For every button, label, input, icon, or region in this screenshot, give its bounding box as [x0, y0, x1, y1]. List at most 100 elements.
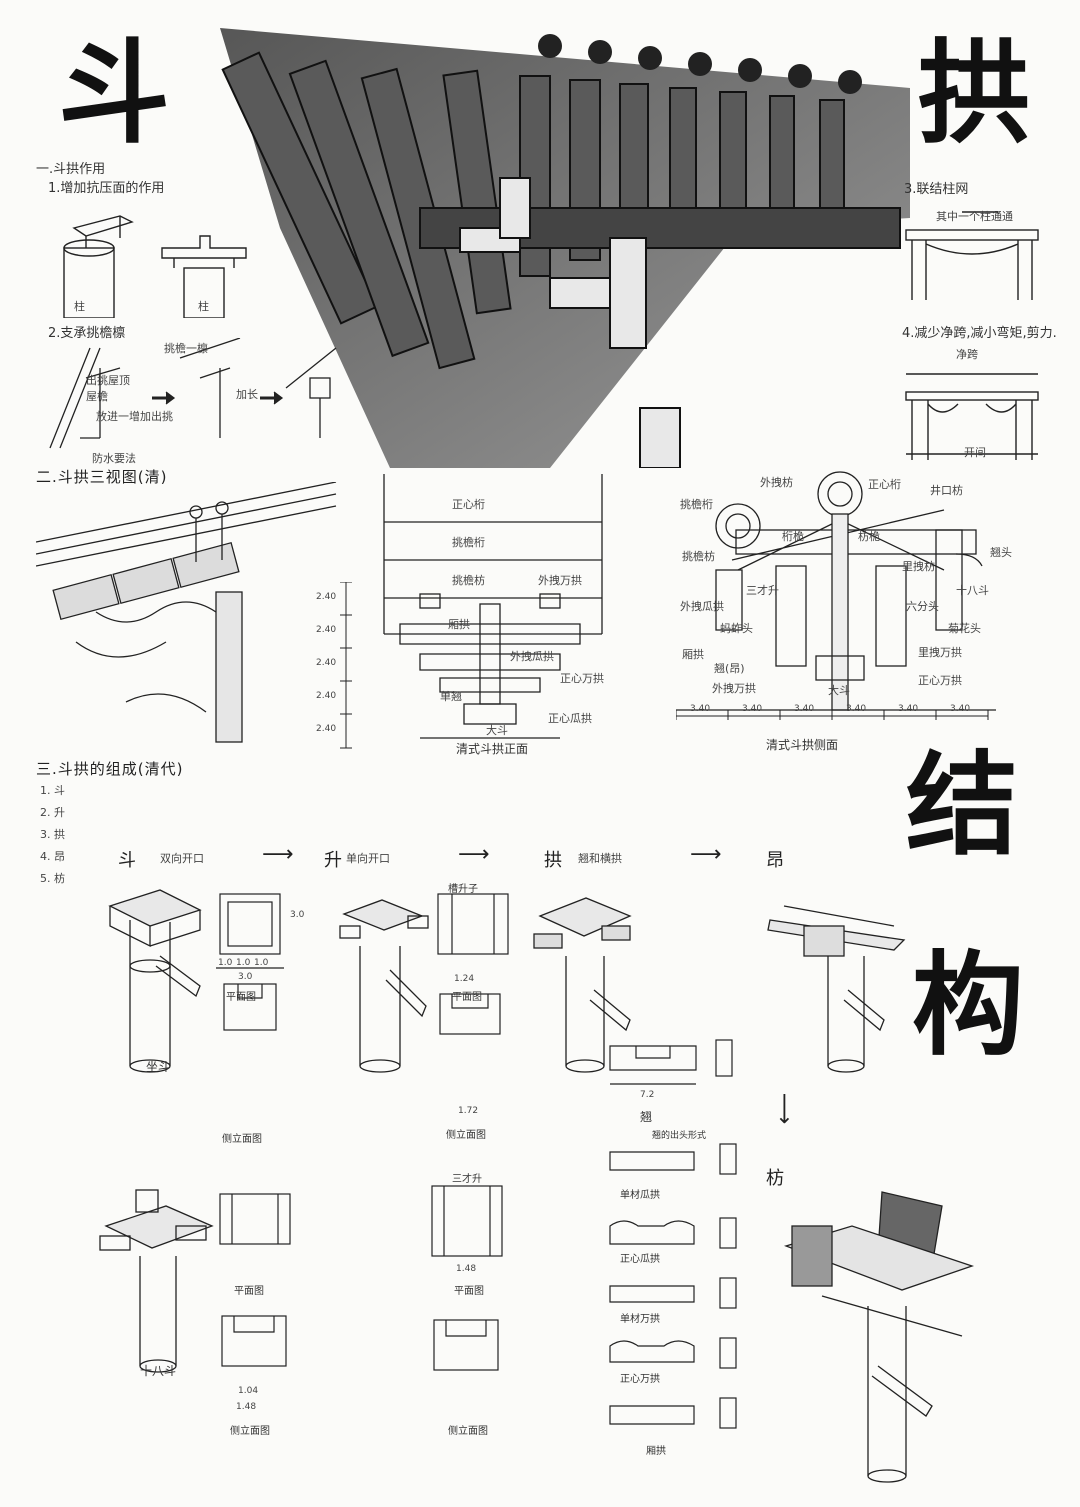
side-dim-1: 3.40 — [690, 704, 711, 714]
side-label-5: 枋桅 — [858, 530, 880, 543]
section3-heading: 三.斗拱的组成(清代) — [36, 760, 184, 778]
front-elevation-drawing — [380, 474, 610, 744]
side-label-1: 外拽枋 — [760, 476, 793, 489]
span-reduction-sketch — [902, 344, 1042, 464]
side-dim-5: 3.40 — [898, 704, 919, 714]
dou-plan-caption: 平面图 — [226, 992, 256, 1003]
column-label-1: 柱 — [74, 300, 85, 313]
flow-arrow-1: ⟶ — [262, 842, 294, 867]
column-label-2: 柱 — [198, 300, 209, 313]
eave-support-sketch — [40, 338, 340, 458]
bracket-perspective-sketch — [36, 482, 356, 752]
gong-variants-drawing — [604, 1136, 754, 1486]
front-dim-1: 2.40 — [316, 592, 337, 602]
side-label-18: 外拽万拱 — [712, 682, 756, 695]
shiba-side-caption: 侧立面图 — [230, 1426, 270, 1437]
front-dim-4: 2.40 — [316, 691, 337, 701]
title-char-dou: 斗 — [58, 28, 170, 159]
component-5: 5. 枋 — [40, 872, 65, 885]
front-label-dadou: 大斗 — [486, 724, 508, 737]
flow-dou-desc: 双向开口 — [160, 852, 204, 865]
front-dim-2: 2.40 — [316, 625, 337, 635]
dou-dim-5: 3.0 — [290, 910, 305, 920]
side-label-17: 正心万拱 — [918, 674, 962, 687]
zhengxin-gua-caption: 正心瓜拱 — [620, 1254, 660, 1265]
front-label-waizhuaiguagong: 外拽瓜拱 — [510, 650, 554, 663]
side-label-3: 挑檐桁 — [680, 498, 713, 511]
front-label-tiaoyanfang: 挑檐枋 — [452, 574, 485, 587]
front-label-zhengxinguagong: 正心瓜拱 — [548, 712, 592, 725]
shiba-dou-isometric — [96, 1186, 216, 1376]
front-label-danqiao: 单翘 — [440, 690, 462, 703]
column-network-label: 其中一个柱通通 — [936, 210, 1013, 223]
flow-dou: 斗 — [118, 850, 136, 871]
dou-dim-4: 3.0 — [238, 972, 253, 982]
danwan-caption: 单材万拱 — [620, 1314, 660, 1325]
front-label-tiaoyanheng: 挑檐桁 — [452, 536, 485, 549]
side-label-6: 井口枋 — [930, 484, 963, 497]
section2-heading: 二.斗拱三视图(清) — [36, 468, 168, 486]
title-char-gong: 拱 — [918, 28, 1030, 159]
sancai-plan-caption: 平面图 — [454, 1286, 484, 1297]
dou-dim-2: 1.0 — [236, 958, 251, 968]
side-label-8: 厢拱 — [682, 648, 704, 661]
flow-arrow-2: ⟶ — [458, 842, 490, 867]
sheng-plan-drawing — [428, 884, 528, 1044]
side-label-13: 大斗 — [828, 684, 850, 697]
front-label-xianggong: 厢拱 — [448, 618, 470, 631]
side-label-16: 里拽万拱 — [918, 646, 962, 659]
section1-item4: 4.减少净跨,减小弯矩,剪力. — [902, 326, 1057, 341]
sancai-plan-drawing — [420, 1170, 520, 1420]
dou-dim-1: 1.0 — [218, 958, 233, 968]
side-dim-6: 3.40 — [950, 704, 971, 714]
bay-label: 开间 — [964, 446, 986, 459]
sheng-dim-1: 1.24 — [454, 974, 475, 984]
side-dim-2: 3.40 — [742, 704, 763, 714]
ang-isometric — [764, 886, 914, 1076]
side-dim-4: 3.40 — [846, 704, 867, 714]
qiao-caption: 翘 — [640, 1110, 653, 1124]
shiba-plan-caption: 平面图 — [234, 1286, 264, 1297]
section1-item2: 2.支承挑檐檩 — [48, 326, 126, 341]
shiba-dim-1: 1.48 — [236, 1402, 257, 1412]
eave-label-5: 加长 — [236, 388, 258, 401]
side-label-12: 十八斗 — [956, 584, 989, 597]
eave-label-3: 挑檐一檩 — [164, 342, 208, 355]
gong-dim: 7.2 — [640, 1090, 655, 1100]
side-label-7: 挑檐枋 — [682, 550, 715, 563]
net-span-label: 净跨 — [956, 348, 978, 361]
side-label-19: 蚂蚱头 — [720, 622, 753, 635]
component-2: 2. 升 — [40, 806, 65, 819]
dou-plan-drawing — [210, 888, 310, 1038]
flow-arrow-3: ⟶ — [690, 842, 722, 867]
flow-fang: 枋 — [766, 1168, 784, 1189]
sheng-dim-2: 1.72 — [458, 1106, 479, 1116]
side-elevation-caption: 清式斗拱侧面 — [766, 738, 839, 752]
side-label-15: 菊花头 — [948, 622, 981, 635]
dou-isometric — [100, 886, 210, 1076]
gong-isometric — [530, 886, 640, 1076]
side-label-21: 外拽瓜拱 — [680, 600, 724, 613]
dou-dim-3: 1.0 — [254, 958, 269, 968]
pressure-area-sketch — [50, 208, 270, 318]
side-elevation-drawing — [676, 470, 996, 720]
section1-item3: 3.联结柱网 — [904, 182, 969, 197]
front-label-waizhuaiwangong: 外拽万拱 — [538, 574, 582, 587]
component-1: 1. 斗 — [40, 784, 65, 797]
section1-item1: 1.增加抗压面的作用 — [48, 181, 165, 196]
side-scale-bar — [676, 700, 992, 720]
component-3: 3. 拱 — [40, 828, 65, 841]
eave-label-6: 防水要法 — [92, 452, 136, 465]
front-dim-5: 2.40 — [316, 724, 337, 734]
fang-isometric — [782, 1186, 982, 1486]
side-dim-3: 3.40 — [794, 704, 815, 714]
xiang-caption: 厢拱 — [646, 1446, 666, 1457]
flow-arrow-4: ⟶ — [771, 1092, 797, 1125]
shiba-caption: 十八斗 — [140, 1364, 177, 1378]
shiba-dim-2: 1.04 — [238, 1386, 259, 1396]
gong-elevation-drawing — [606, 1030, 746, 1090]
eave-label-1: 出挑屋顶 — [86, 374, 130, 387]
section1-heading: 一.斗拱作用 — [36, 162, 106, 177]
danfangwan-caption: 单材瓜拱 — [620, 1190, 660, 1201]
side-label-10: 翘头 — [990, 546, 1012, 559]
